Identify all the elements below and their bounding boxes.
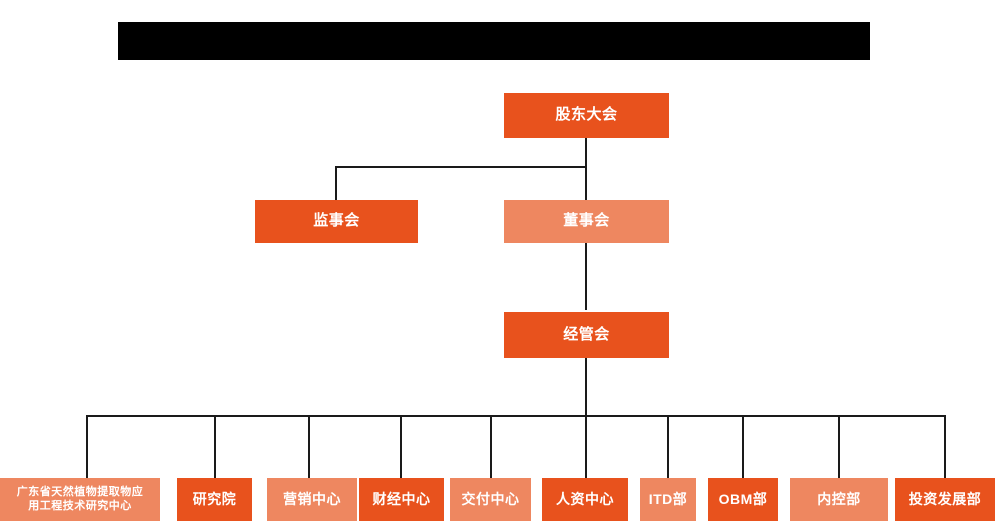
node-dept-itd[interactable]: ITD部 <box>640 478 696 521</box>
connector-drop-dept-08 <box>742 415 744 478</box>
node-dept-finance-center[interactable]: 财经中心 <box>359 478 444 521</box>
redacted-title-banner <box>118 22 870 60</box>
connector-drop-dept-01 <box>86 415 88 478</box>
connector-directors-to-management <box>585 242 587 310</box>
node-label: 监事会 <box>313 212 360 230</box>
connector-shareholders-down <box>585 138 587 167</box>
node-label: 经管会 <box>563 325 610 343</box>
connector-drop-dept-09 <box>838 415 840 478</box>
node-dept-guangdong-research-center[interactable]: 广东省天然植物提取物应 用工程技术研究中心 <box>0 478 160 521</box>
connector-drop-dept-04 <box>400 415 402 478</box>
node-label: 投资发展部 <box>908 490 982 507</box>
node-label: 人资中心 <box>556 490 614 507</box>
node-dept-investment-development[interactable]: 投资发展部 <box>895 478 995 521</box>
connector-drop-dept-10 <box>944 415 946 478</box>
node-label: 研究院 <box>192 490 237 507</box>
node-label: 股东大会 <box>555 106 618 124</box>
node-management-committee[interactable]: 经管会 <box>504 312 669 358</box>
node-board-of-supervisors[interactable]: 监事会 <box>255 200 418 243</box>
connector-department-bus <box>86 415 945 417</box>
node-label: 交付中心 <box>461 490 520 507</box>
connector-drop-dept-06 <box>585 415 587 478</box>
node-label: 营销中心 <box>283 490 341 507</box>
node-dept-research-institute[interactable]: 研究院 <box>177 478 252 521</box>
node-dept-delivery-center[interactable]: 交付中心 <box>450 478 531 521</box>
node-dept-hr-center[interactable]: 人资中心 <box>542 478 628 521</box>
connector-branch-horizontal <box>335 166 587 168</box>
node-dept-internal-control[interactable]: 内控部 <box>790 478 888 521</box>
node-dept-obm[interactable]: OBM部 <box>708 478 778 521</box>
node-dept-marketing-center[interactable]: 营销中心 <box>267 478 357 521</box>
connector-directors-down <box>585 166 587 200</box>
connector-drop-dept-07 <box>667 415 669 478</box>
node-shareholders-meeting[interactable]: 股东大会 <box>504 93 669 138</box>
node-label: 财经中心 <box>372 490 431 507</box>
node-label: OBM部 <box>718 490 768 507</box>
connector-drop-dept-02 <box>214 415 216 478</box>
node-label: 董事会 <box>563 212 610 230</box>
node-label: ITD部 <box>648 490 688 507</box>
node-label: 内控部 <box>817 490 861 507</box>
node-board-of-directors[interactable]: 董事会 <box>504 200 669 243</box>
connector-drop-dept-05 <box>490 415 492 478</box>
node-label: 广东省天然植物提取物应 用工程技术研究中心 <box>16 485 144 512</box>
connector-drop-dept-03 <box>308 415 310 478</box>
connector-management-down <box>585 358 587 416</box>
connector-supervisors-down <box>335 166 337 200</box>
